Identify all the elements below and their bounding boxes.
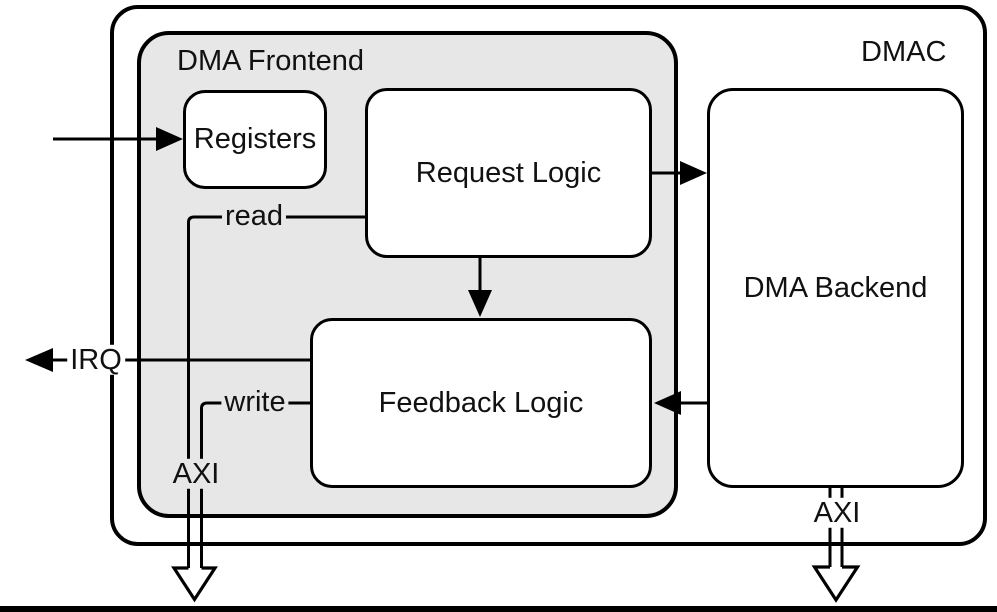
request-logic-block: Request Logic <box>365 88 652 258</box>
dma-frontend-title: DMA Frontend <box>177 45 364 77</box>
feedback-logic-label: Feedback Logic <box>378 386 584 419</box>
arrowhead-left-icon <box>25 348 53 372</box>
request-logic-label: Request Logic <box>415 156 602 189</box>
dma-backend-block: DMA Backend <box>707 88 964 488</box>
read-signal-label: read <box>221 200 287 231</box>
dma-backend-label: DMA Backend <box>743 271 928 304</box>
frontend-axi-bus-arrow-icon <box>171 566 218 603</box>
registers-block: Registers <box>183 90 327 189</box>
feedback-logic-block: Feedback Logic <box>310 318 652 488</box>
bottom-border-bar <box>0 606 997 612</box>
irq-signal-label: IRQ <box>67 344 125 375</box>
dmac-title: DMAC <box>861 36 947 68</box>
write-signal-label: write <box>221 386 289 417</box>
registers-label: Registers <box>193 123 317 155</box>
frontend-axi-label: AXI <box>169 458 223 489</box>
backend-axi-label: AXI <box>810 497 864 528</box>
